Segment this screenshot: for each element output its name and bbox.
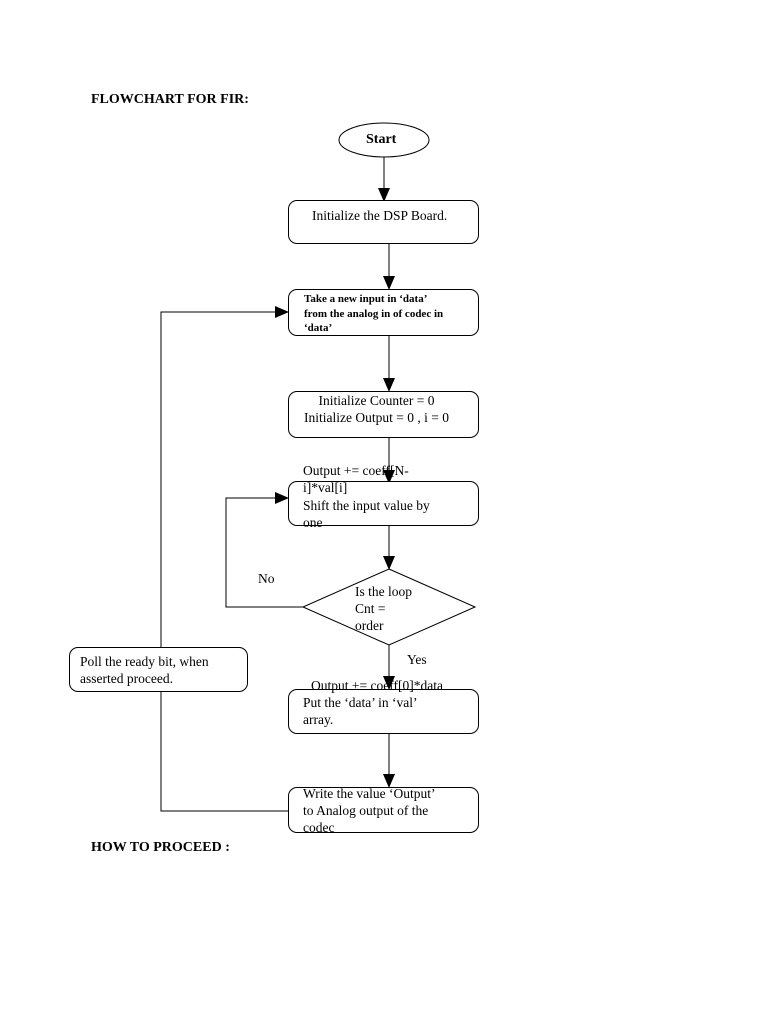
- loop-no-connector: [225, 492, 303, 608]
- flowchart-title: FLOWCHART FOR FIR:: [91, 92, 249, 107]
- shift-input-text: Shift the input value by one: [303, 498, 430, 530]
- loop-poll-connector: [160, 306, 289, 812]
- put-data-text: Put the ‘data’ in ‘val’ array.: [303, 695, 418, 727]
- write-output-box: [288, 787, 479, 833]
- poll-text: Poll the ready bit, when asserted procee…: [80, 654, 209, 686]
- take-input-box: Take a new input in ‘data’ from the anal…: [288, 289, 479, 336]
- init-counter-text: Initialize Counter = 0 Initialize Output…: [304, 393, 449, 425]
- shift-output-text: Output += coeff[N- i]*val[i]: [303, 463, 409, 495]
- start-label: Start: [366, 132, 397, 147]
- put-data-box: [288, 689, 479, 734]
- write-output-text: Write the value ‘Output’ to Analog outpu…: [303, 786, 436, 835]
- no-label: No: [258, 571, 275, 586]
- yes-label: Yes: [407, 652, 427, 667]
- init-board-box: Initialize the DSP Board.: [288, 200, 479, 244]
- how-to-proceed-heading: HOW TO PROCEED :: [91, 840, 230, 855]
- init-board-text: Initialize the DSP Board.: [312, 208, 448, 223]
- final-output-text: Output += coeff[0]*data: [311, 678, 443, 693]
- poll-box: Poll the ready bit, when asserted procee…: [69, 647, 248, 692]
- init-counter-box: Initialize Counter = 0 Initialize Output…: [288, 391, 479, 438]
- take-input-text: Take a new input in ‘data’ from the anal…: [304, 293, 444, 334]
- shift-input-box: [288, 481, 479, 526]
- decision-text: Is the loop Cnt = order: [355, 584, 412, 633]
